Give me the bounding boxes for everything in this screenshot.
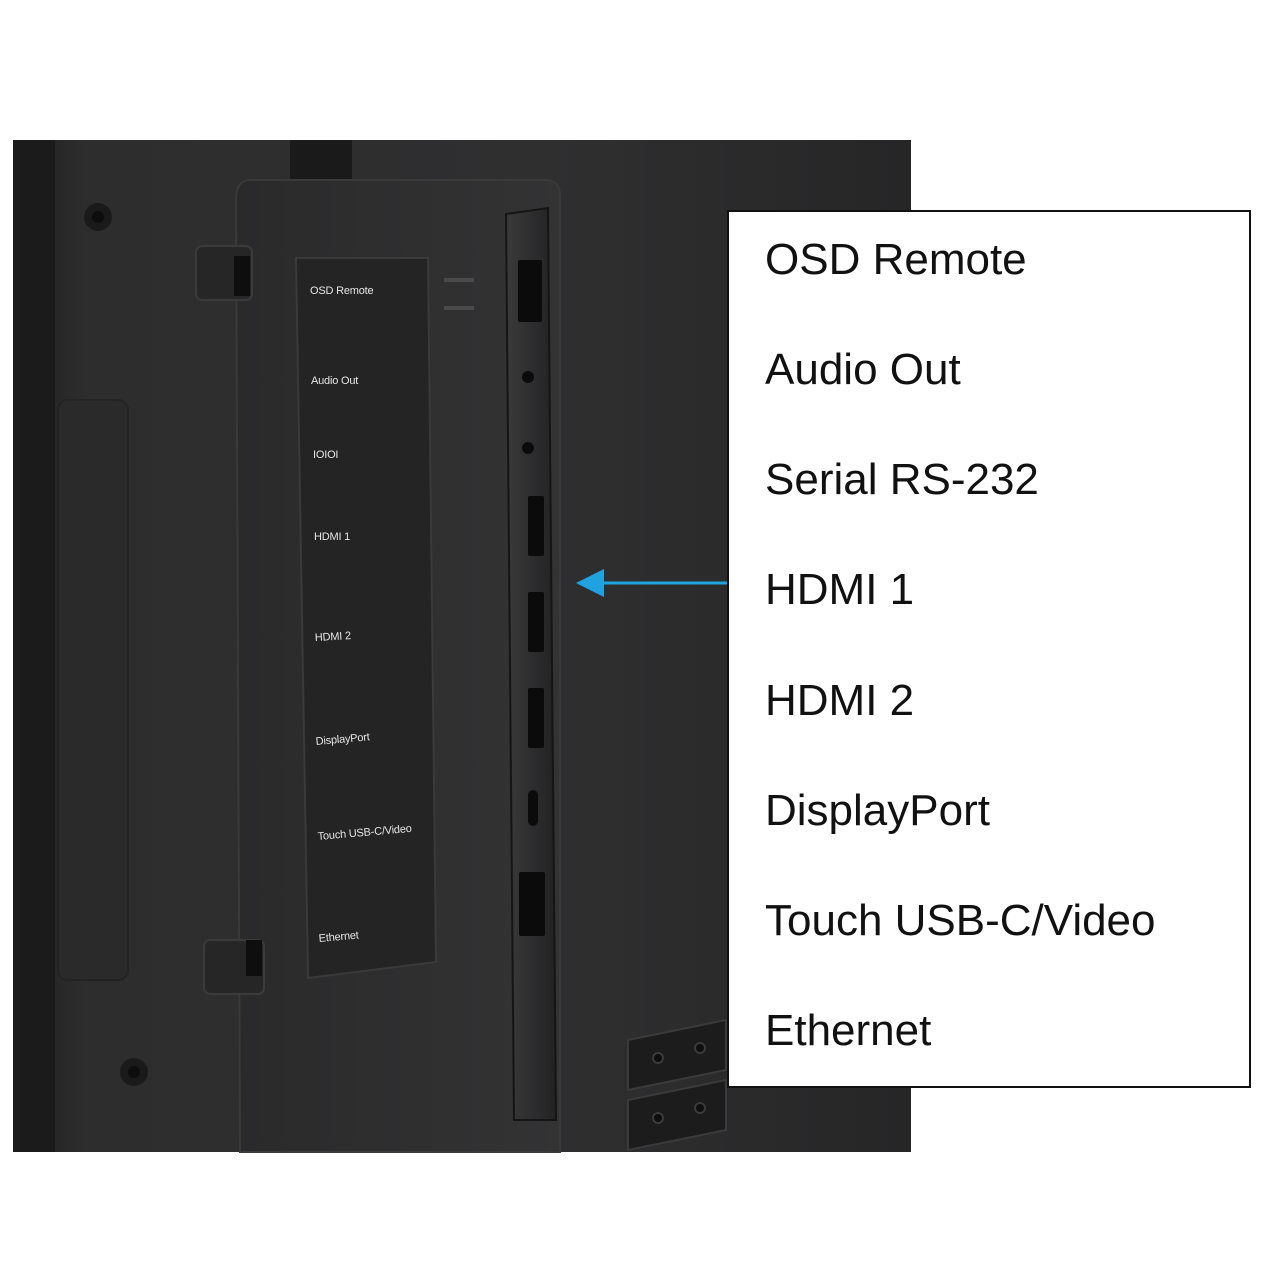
hdmi-1-port [528, 496, 544, 556]
callout-item-osd-remote: OSD Remote [765, 235, 1027, 284]
cover-clip-bottom [203, 939, 265, 995]
callout-item-displayport: DisplayPort [765, 786, 990, 835]
panel-label-hdmi-1: HDMI 1 [314, 531, 350, 543]
screw-hole-icon [84, 203, 112, 231]
panel-label-displayport: DisplayPort [315, 731, 370, 748]
osd-indicator-line [444, 278, 474, 282]
vent-grille [627, 1018, 727, 1152]
ethernet-port [519, 872, 545, 936]
callout-item-touch-usb-c-video: Touch USB-C/Video [765, 896, 1156, 945]
port-callout-box: OSD Remote Audio Out Serial RS-232 HDMI … [727, 210, 1251, 1088]
panel-label-audio-out: Audio Out [311, 375, 358, 387]
usb-c-port [528, 790, 538, 826]
monitor-left-rim [13, 140, 55, 1152]
osd-remote-port [518, 260, 542, 322]
stand-neck [290, 140, 352, 182]
monitor-left-groove [57, 399, 129, 981]
panel-label-ethernet: Ethernet [318, 930, 359, 945]
panel-label-osd-remote: OSD Remote [310, 285, 373, 297]
port-label-panel [294, 257, 438, 980]
audio-out-jack [522, 371, 534, 383]
serial-jack [522, 442, 534, 454]
panel-label-serial: IOIOI [313, 449, 338, 461]
callout-item-hdmi-1: HDMI 1 [765, 565, 915, 614]
callout-item-serial-rs232: Serial RS-232 [765, 455, 1039, 504]
pointer-arrow-icon [576, 569, 604, 597]
panel-label-hdmi-2: HDMI 2 [315, 630, 352, 644]
screw-hole-icon [120, 1058, 148, 1086]
callout-item-audio-out: Audio Out [765, 345, 961, 394]
callout-item-ethernet: Ethernet [765, 1006, 932, 1055]
callout-item-hdmi-2: HDMI 2 [765, 676, 915, 725]
port-strip [504, 206, 558, 1121]
displayport-port [528, 688, 544, 748]
hdmi-2-port [528, 592, 544, 652]
osd-indicator-line [444, 306, 474, 310]
cover-clip-top [195, 245, 253, 301]
